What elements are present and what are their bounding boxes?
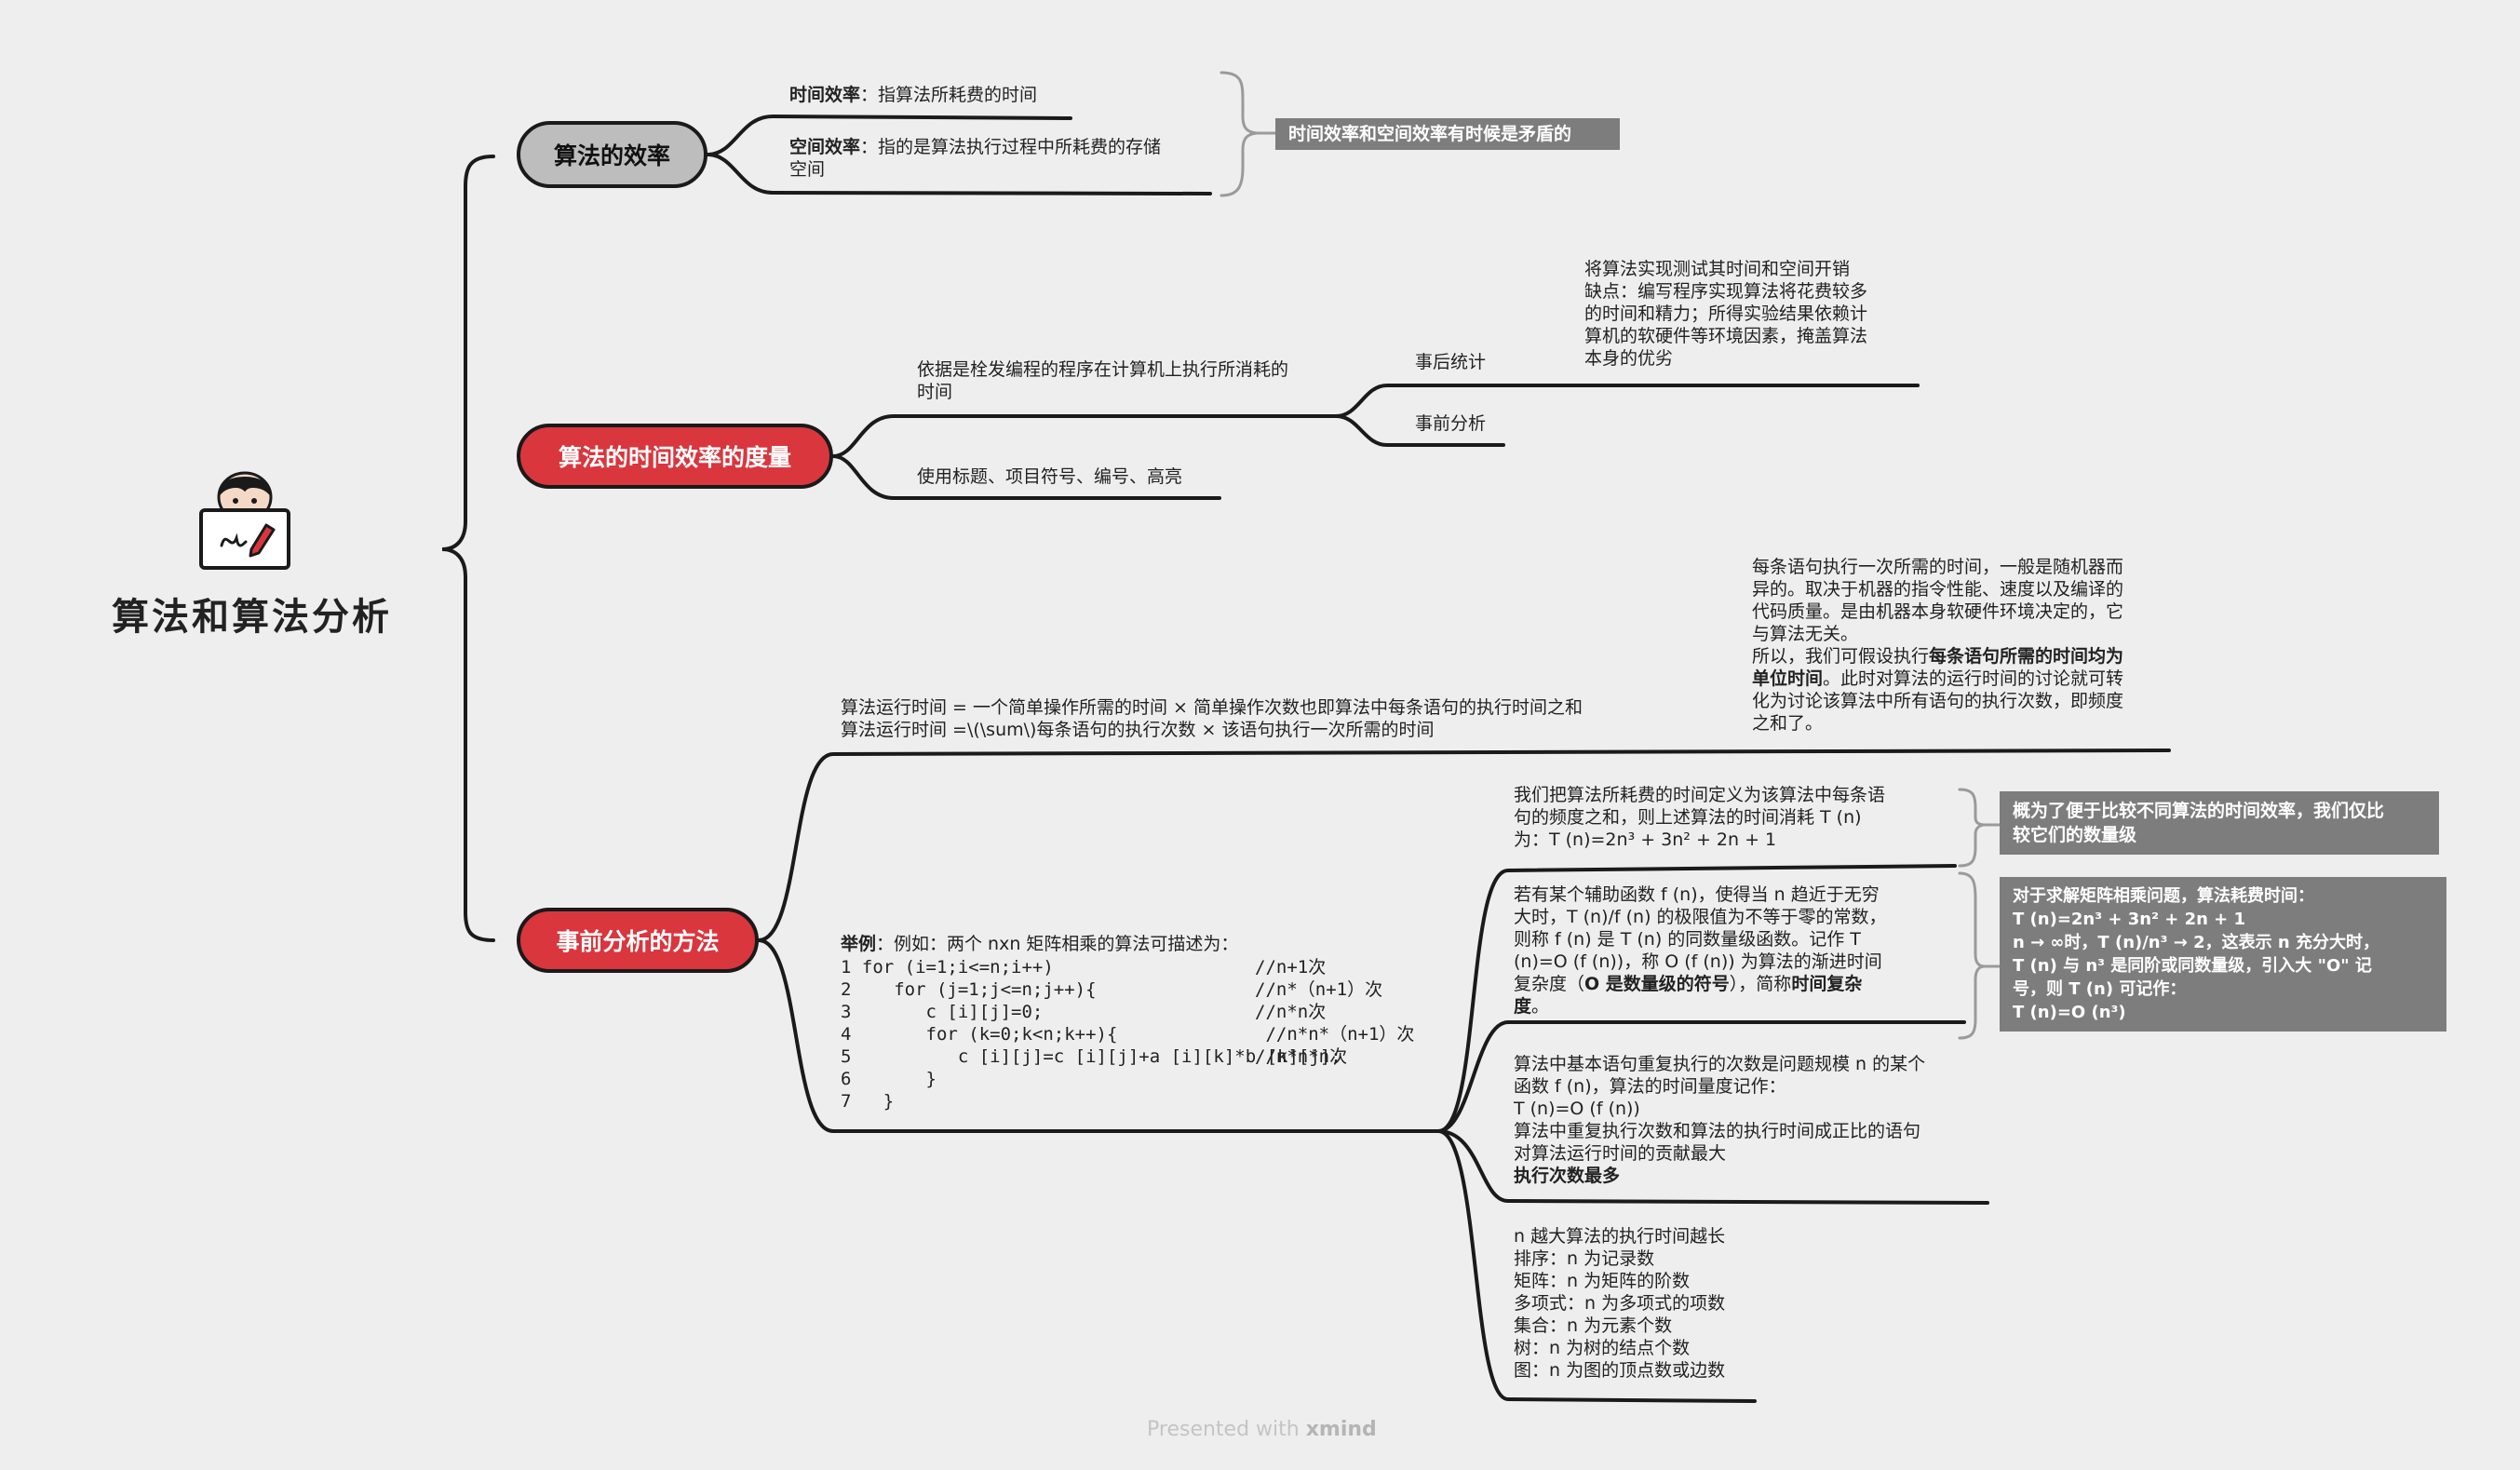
asym-highlight-complexity: 时间复杂 度 xyxy=(1514,974,1863,1017)
space-efficiency-desc: ：指的是算法执行过程中所耗费的存储 空间 xyxy=(789,137,1162,180)
presented-with-footer[interactable]: Presented with xmind xyxy=(1147,1418,1377,1441)
time-efficiency-node[interactable]: 时间效率：指算法所耗费的时间 xyxy=(789,84,1190,106)
post-statistics-desc[interactable]: 将算法实现测试其时间和空间开销 缺点：编写程序实现算法将花费较多 的时间和精力；… xyxy=(1584,259,1868,369)
asym-text-c: ），简称 xyxy=(1729,974,1792,994)
basic-op-text: 算法中基本语句重复执行的次数是问题规模 n 的某个 函数 f (n)，算法的时间… xyxy=(1514,1054,1926,1164)
branch-prior-analysis[interactable]: 事前分析的方法 xyxy=(517,908,759,973)
time-efficiency-desc: ：指算法所耗费的时间 xyxy=(860,85,1038,105)
asymptotic-complexity[interactable]: 若有某个辅助函数 f (n)，使得当 n 趋近于无穷 大时，T (n)/f (n… xyxy=(1514,883,1951,1018)
example-intro[interactable]: 举例：例如：两个 nxn 矩阵相乘的算法可描述为： xyxy=(841,933,1399,955)
time-efficiency-key: 时间效率 xyxy=(789,85,861,105)
code-line: 4 for (k=0;k<n;k++){ //n*n*（n+1）次 xyxy=(841,1024,1415,1045)
branch-efficiency[interactable]: 算法的效率 xyxy=(517,121,707,188)
root-title: 算法和算法分析 xyxy=(112,596,392,639)
branch-time-measure[interactable]: 算法的时间效率的度量 xyxy=(517,424,833,489)
code-line: 5 c [i][j]=c [i][j]+a [i][k]*b [k][j];//… xyxy=(841,1046,1348,1067)
code-line: 3 c [i][j]=0;//n*n次 xyxy=(841,1002,1327,1022)
footer-prefix: Presented with xyxy=(1147,1418,1306,1441)
unit-time-explanation[interactable]: 每条语句执行一次所需的时间，一般是随机器而 异的。取决于机器的指令性能、速度以及… xyxy=(1752,556,2171,735)
code-block[interactable]: 1 for (i=1;i<=n;i++)//n+1次 2 for (j=1;j<… xyxy=(841,956,1436,1113)
asym-text-e: 。 xyxy=(1531,996,1550,1017)
efficiency-summary[interactable]: 时间效率和空间效率有时候是矛盾的 xyxy=(1275,118,1620,150)
example-lead: 举例 xyxy=(841,934,877,954)
note-matrix-multiplication[interactable]: 对于求解矩阵相乘问题，算法耗费时间： T (n)=2n³ + 3n² + 2n … xyxy=(2000,877,2446,1032)
code-line: 7 } xyxy=(841,1091,895,1112)
unit-time-text-c: 。此时对算法的运行时间的讨论就可转 化为讨论该算法中所有语句的执行次数，即频度 … xyxy=(1752,668,2124,734)
post-statistics[interactable]: 事后统计 xyxy=(1415,352,1487,372)
problem-size-n[interactable]: n 越大算法的执行时间越长 排序：n 为记录数 矩阵：n 为矩阵的阶数 多项式：… xyxy=(1514,1226,1726,1381)
person-drawing-icon xyxy=(199,471,290,570)
example-intro-text: ：例如：两个 nxn 矩阵相乘的算法可描述为： xyxy=(876,934,1239,954)
unit-time-highlight: 每条语句所需的时间均为 单位时间 xyxy=(1752,646,2124,689)
code-line: 1 for (i=1;i<=n;i++)//n+1次 xyxy=(841,957,1327,978)
code-line: 6 } xyxy=(841,1069,937,1089)
pre-analysis[interactable]: 事前分析 xyxy=(1415,413,1487,434)
space-efficiency-key: 空间效率 xyxy=(789,137,861,157)
xmind-brand: xmind xyxy=(1305,1418,1377,1441)
basic-operation-count[interactable]: 算法中基本语句重复执行的次数是问题规模 n 的某个 函数 f (n)，算法的时间… xyxy=(1514,1053,1979,1187)
measure-markers[interactable]: 使用标题、项目符号、编号、高亮 xyxy=(917,466,1183,487)
asym-text-a: 若有某个辅助函数 f (n)，使得当 n 趋近于无穷 大时，T (n)/f (n… xyxy=(1514,884,1887,994)
measure-basis[interactable]: 依据是栓发编程的程序在计算机上执行所消耗的 时间 xyxy=(917,359,1289,402)
note-magnitude[interactable]: 概为了便于比较不同算法的时间效率，我们仅比 较它们的数量级 xyxy=(2000,791,2439,855)
asym-highlight-o: O 是数量级的符号 xyxy=(1584,974,1730,994)
runtime-formula[interactable]: 算法运行时间 = 一个简单操作所需的时间 × 简单操作次数也即算法中每条语句的执… xyxy=(841,697,1583,740)
code-line: 2 for (j=1;j<=n;j++){//n*（n+1）次 xyxy=(841,979,1383,1000)
unit-time-text-a: 每条语句执行一次所需的时间，一般是随机器而 异的。取决于机器的指令性能、速度以及… xyxy=(1752,557,2124,667)
total-time-definition[interactable]: 我们把算法所耗费的时间定义为该算法中每条语 句的频度之和，则上述算法的时间消耗 … xyxy=(1514,785,1886,850)
basic-op-highlight: 执行次数最多 xyxy=(1514,1166,1621,1186)
space-efficiency-node[interactable]: 空间效率：指的是算法执行过程中所耗费的存储 空间 xyxy=(789,136,1208,181)
